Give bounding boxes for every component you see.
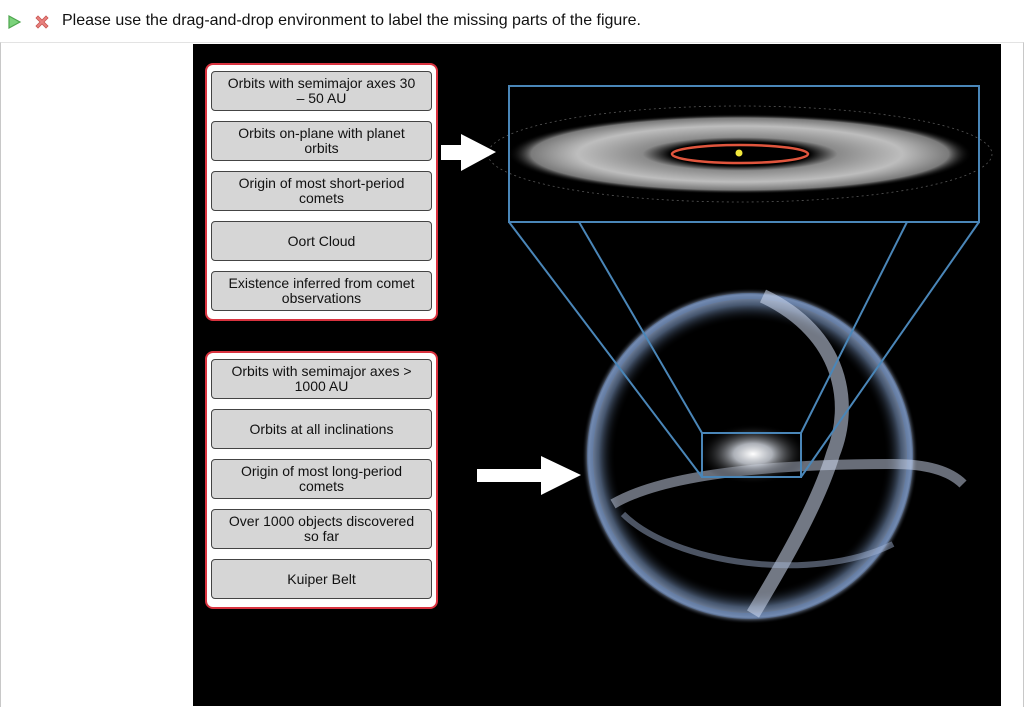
zoom-indicator	[508, 85, 980, 478]
play-triangle-icon[interactable]	[6, 14, 22, 30]
drag-label[interactable]: Oort Cloud	[211, 221, 432, 261]
drag-label[interactable]: Origin of most long-period comets	[211, 459, 432, 499]
solar-system-figure	[441, 85, 993, 624]
drag-label[interactable]: Orbits with semimajor axes > 1000 AU	[211, 359, 432, 399]
instruction-bar: Please use the drag-and-drop environment…	[0, 0, 1024, 42]
red-x-icon	[35, 15, 49, 29]
drag-label[interactable]: Kuiper Belt	[211, 559, 432, 599]
label-group-oort: Orbits with semimajor axes > 1000 AU Orb…	[205, 351, 438, 609]
arrow-to-kuiper-belt-icon	[441, 134, 496, 171]
arrow-to-oort-cloud-icon	[477, 456, 581, 495]
drag-label[interactable]: Orbits at all inclinations	[211, 409, 432, 449]
instruction-text: Please use the drag-and-drop environment…	[62, 12, 641, 29]
drag-label[interactable]: Orbits on-plane with planet orbits	[211, 121, 432, 161]
drag-label[interactable]: Orbits with semimajor axes 30 – 50 AU	[211, 71, 432, 111]
drag-label[interactable]: Over 1000 objects discovered so far	[211, 509, 432, 549]
drag-label[interactable]: Origin of most short-period comets	[211, 171, 432, 211]
label-group-kuiper: Orbits with semimajor axes 30 – 50 AU Or…	[205, 63, 438, 321]
kuiper-belt-illustration	[487, 105, 993, 203]
oort-cloud-illustration	[582, 288, 967, 624]
drag-label[interactable]: Existence inferred from comet observatio…	[211, 271, 432, 311]
